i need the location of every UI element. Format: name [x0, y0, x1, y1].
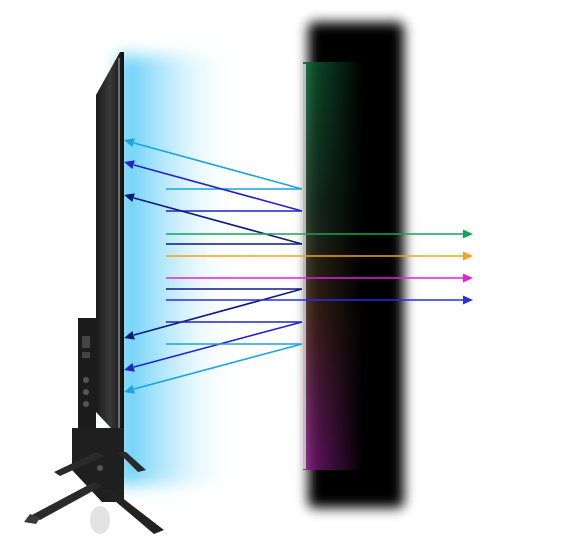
transmitted-ray-2-head	[463, 251, 473, 261]
reflected-ray-4-head	[124, 331, 135, 340]
transmitted-ray-3-head	[463, 273, 473, 283]
transmitted-ray-1-head	[463, 229, 473, 239]
reflected-ray-4-return	[133, 288, 303, 336]
reflected-ray-6-return	[133, 343, 303, 390]
reflected-ray-1-return	[133, 142, 303, 190]
reflected-ray-2-head	[124, 160, 135, 169]
reflected-ray-5-head	[124, 363, 135, 372]
reflected-ray-3-return	[133, 197, 303, 245]
glass-filter-panel	[302, 22, 404, 508]
reflected-ray-2-return	[133, 164, 303, 212]
reflected-ray-3-head	[124, 193, 135, 202]
tv-profile-icon	[24, 52, 164, 534]
transmitted-ray-4-head	[463, 295, 473, 305]
reflected-ray-6-head	[124, 385, 135, 394]
backlight-glow	[118, 55, 238, 485]
arrow-group	[124, 138, 473, 394]
reflected-ray-1-head	[124, 138, 135, 147]
